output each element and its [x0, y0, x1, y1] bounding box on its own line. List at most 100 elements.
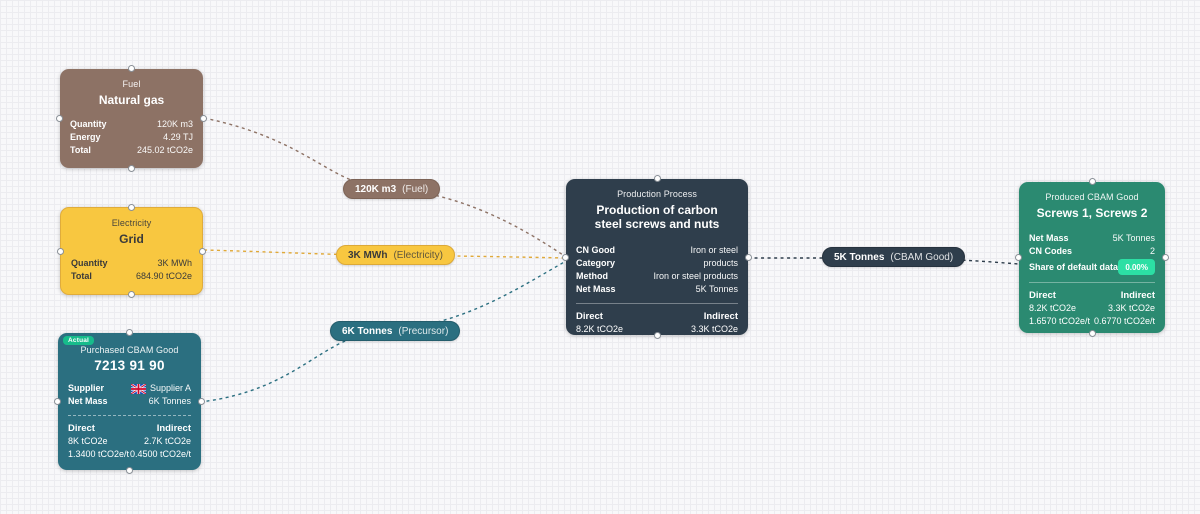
- handle-top[interactable]: [128, 204, 135, 211]
- handle-left[interactable]: [56, 115, 63, 122]
- uk-flag-icon: [130, 383, 146, 394]
- node-type-label: Fuel: [122, 79, 141, 89]
- direct-emissions: Direct 8K tCO2e 1.3400 tCO2e/t: [68, 422, 129, 461]
- handle-left[interactable]: [562, 253, 569, 261]
- handle-right[interactable]: [745, 253, 752, 261]
- row-label: Share of default data: [1029, 261, 1119, 272]
- node-production-process[interactable]: Production Process Production of carbon …: [562, 175, 752, 339]
- direct-total: 8.2K tCO2e: [1029, 303, 1077, 313]
- indirect-emissions: Indirect 2.7K tCO2e 0.4500 tCO2e/t: [130, 422, 191, 461]
- node-title: Grid: [119, 232, 144, 246]
- edge-label-value: 3K MWh: [348, 249, 388, 261]
- node-purchased-cbam-good[interactable]: Actual Purchased CBAM Good 7213 91 90 Su…: [54, 329, 205, 474]
- node-type-label: Purchased CBAM Good: [80, 345, 179, 355]
- supplier-value: Supplier A: [130, 382, 191, 395]
- handle-bottom[interactable]: [653, 332, 661, 339]
- node-type-label: Electricity: [111, 218, 152, 228]
- row-value: 5K Tonnes: [1112, 233, 1155, 243]
- handle-right[interactable]: [1162, 254, 1169, 261]
- direct-total: 8.2K tCO2e: [576, 324, 624, 334]
- indirect-intensity: 0.4500 tCO2e/t: [129, 449, 191, 459]
- direct-intensity: 1.6570 tCO2e/t: [1029, 316, 1091, 326]
- node-row: Quantity 120K m3: [70, 118, 193, 131]
- handle-bottom[interactable]: [128, 291, 135, 298]
- node-row: Method Iron or steel products: [576, 270, 738, 283]
- row-value: 2: [1149, 246, 1155, 256]
- indirect-header: Indirect: [703, 311, 738, 322]
- handle-left[interactable]: [54, 398, 61, 405]
- edge-label-kind: (Electricity): [393, 249, 443, 261]
- direct-emissions: Direct 8.2K tCO2e: [576, 310, 623, 336]
- handle-bottom[interactable]: [128, 165, 135, 172]
- direct-emissions: Direct 8.2K tCO2e 1.6570 tCO2e/t: [1029, 289, 1090, 328]
- row-label: Total: [71, 271, 92, 281]
- edge-label-value: 120K m3: [355, 183, 397, 195]
- edge-label-electricity[interactable]: 3K MWh (Electricity): [336, 245, 455, 265]
- edge-label-kind: (Fuel): [402, 183, 429, 195]
- row-value: 6K Tonnes: [148, 396, 191, 406]
- direct-header: Direct: [1029, 290, 1056, 301]
- edge-label-value: 5K Tonnes: [834, 251, 885, 263]
- row-label: CN Codes: [1029, 246, 1073, 256]
- handle-bottom[interactable]: [1088, 330, 1096, 337]
- share-of-default-data-badge: 0.00%: [1118, 259, 1155, 275]
- handle-top[interactable]: [128, 65, 135, 72]
- row-label: CN Good Category: [576, 245, 616, 268]
- node-title: Production of carbon steel screws and nu…: [594, 203, 720, 231]
- handle-left[interactable]: [57, 247, 64, 255]
- row-label: Net Mass: [68, 396, 108, 406]
- row-value: 245.02 tCO2e: [136, 145, 193, 155]
- edge-cbam-good[interactable]: [747, 257, 1020, 265]
- node-title: Natural gas: [98, 93, 165, 107]
- handle-right[interactable]: [198, 398, 205, 405]
- handle-right[interactable]: [200, 115, 207, 122]
- node-row: Total 684.90 tCO2e: [71, 270, 192, 283]
- node-row: CN Good Category Iron or steel products: [576, 244, 738, 270]
- indirect-total: 3.3K tCO2e: [1107, 303, 1155, 313]
- row-label: Net Mass: [576, 284, 616, 294]
- edge-label-cbam-good[interactable]: 5K Tonnes (CBAM Good): [822, 247, 966, 267]
- handle-right[interactable]: [199, 247, 206, 255]
- row-value: Iron or steel products: [653, 271, 738, 281]
- indirect-header: Indirect: [1120, 290, 1155, 301]
- row-value: 3K MWh: [157, 258, 192, 268]
- handle-top[interactable]: [653, 175, 661, 182]
- edge-label-fuel[interactable]: 120K m3 (Fuel): [343, 179, 441, 199]
- node-row: Net Mass 5K Tonnes: [576, 283, 738, 296]
- row-label: Supplier: [68, 383, 105, 393]
- edge-precursor[interactable]: [199, 260, 567, 403]
- node-title: Screws 1, Screws 2: [1036, 206, 1148, 220]
- indirect-emissions: Indirect 3.3K tCO2e 0.6770 tCO2e/t: [1094, 289, 1155, 328]
- edge-label-precursor[interactable]: 6K Tonnes (Precursor): [330, 321, 461, 341]
- row-label: Total: [70, 145, 91, 155]
- node-fuel-natural-gas[interactable]: Fuel Natural gas Quantity 120K m3 Energy…: [56, 65, 207, 172]
- actual-badge: Actual: [63, 336, 95, 345]
- indirect-header: Indirect: [156, 423, 191, 434]
- node-type-label: Production Process: [617, 189, 697, 199]
- row-label: Quantity: [71, 258, 108, 268]
- node-row: Quantity 3K MWh: [71, 257, 192, 270]
- node-row: Net Mass 6K Tonnes: [68, 395, 191, 408]
- indirect-emissions: Indirect 3.3K tCO2e: [691, 310, 738, 336]
- node-row: Total 245.02 tCO2e: [70, 144, 193, 157]
- row-value: 684.90 tCO2e: [135, 271, 192, 281]
- direct-total: 8K tCO2e: [68, 436, 108, 446]
- handle-top[interactable]: [1088, 178, 1096, 185]
- edge-label-value: 6K Tonnes: [342, 325, 393, 337]
- row-label: Method: [576, 271, 608, 281]
- row-value: 5K Tonnes: [695, 284, 738, 294]
- node-electricity-grid[interactable]: Electricity Grid Quantity 3K MWh Total 6…: [57, 204, 206, 298]
- handle-bottom[interactable]: [126, 467, 133, 474]
- indirect-total: 2.7K tCO2e: [143, 436, 191, 446]
- handle-left[interactable]: [1015, 254, 1022, 261]
- indirect-intensity: 0.6770 tCO2e/t: [1093, 316, 1155, 326]
- row-value: 4.29 TJ: [163, 132, 193, 142]
- node-row: Net Mass 5K Tonnes: [1029, 232, 1155, 245]
- handle-top[interactable]: [126, 329, 133, 336]
- node-row: Supplier Supplier A: [68, 382, 191, 395]
- direct-intensity: 1.3400 tCO2e/t: [68, 449, 130, 459]
- node-type-label: Produced CBAM Good: [1045, 192, 1139, 202]
- node-produced-cbam-good[interactable]: Produced CBAM Good Screws 1, Screws 2 Ne…: [1015, 178, 1169, 337]
- row-label: Quantity: [70, 119, 107, 129]
